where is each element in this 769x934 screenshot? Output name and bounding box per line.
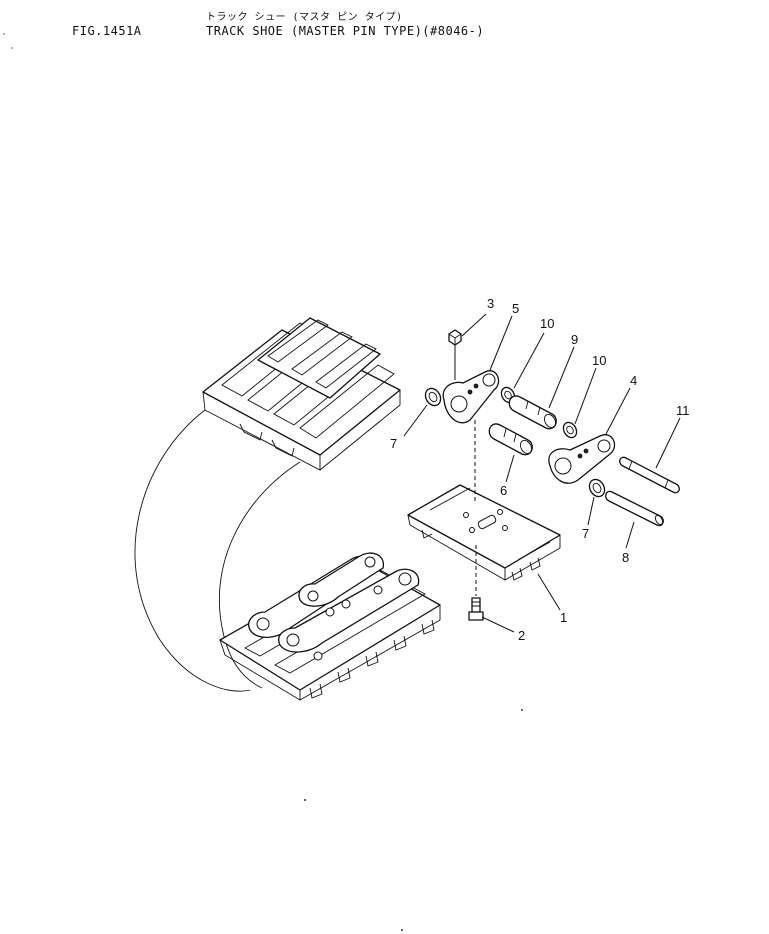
- callout-leader-lines: [403, 313, 681, 633]
- part-3-shoe-nut: [448, 329, 462, 346]
- title-japanese: トラック シュー (マスタ ピン タイプ): [206, 12, 403, 23]
- callout-6: 6: [500, 483, 507, 498]
- part-1-track-shoe: [407, 484, 561, 581]
- callout-7-lower: 7: [582, 526, 589, 541]
- track-assembly-drawing: [134, 317, 441, 701]
- part-4-master-link: [548, 434, 616, 484]
- callout-10-left: 10: [540, 316, 554, 331]
- callout-9: 9: [571, 332, 578, 347]
- figure-number: FIG.1451A: [72, 24, 142, 38]
- callout-3: 3: [487, 296, 494, 311]
- track-loop-outer-edge: [134, 409, 251, 692]
- part-2-shoe-bolt: [468, 597, 484, 621]
- part-9-bushing: [508, 395, 557, 430]
- callout-4: 4: [630, 373, 637, 388]
- callout-7-upper: 7: [390, 436, 397, 451]
- part-10-seal-right: [562, 421, 578, 439]
- part-5-master-link: [442, 370, 500, 424]
- part-8-pin: [605, 490, 664, 527]
- callout-8: 8: [622, 550, 629, 565]
- callout-5: 5: [512, 301, 519, 316]
- part-7-spacer-upper: [424, 387, 442, 407]
- scan-specks: [3, 33, 523, 931]
- track-loop-inner-edge: [218, 461, 301, 689]
- callout-2: 2: [518, 628, 525, 643]
- callout-labels: 3 5 10 9 10 4 11 7 6 7 8 1 2: [390, 296, 690, 643]
- callout-10-right: 10: [592, 353, 606, 368]
- lower-track-shoes: [219, 552, 441, 701]
- part-6-bushing: [488, 423, 533, 456]
- title-english: TRACK SHOE (MASTER PIN TYPE)(#8046-): [206, 24, 485, 38]
- assembly-guide-lines: [454, 345, 477, 596]
- upper-track-shoes: [202, 317, 401, 471]
- callout-1: 1: [560, 610, 567, 625]
- part-7-spacer-lower: [588, 478, 606, 498]
- callout-11: 11: [676, 403, 690, 418]
- part-11-master-pin: [619, 456, 680, 494]
